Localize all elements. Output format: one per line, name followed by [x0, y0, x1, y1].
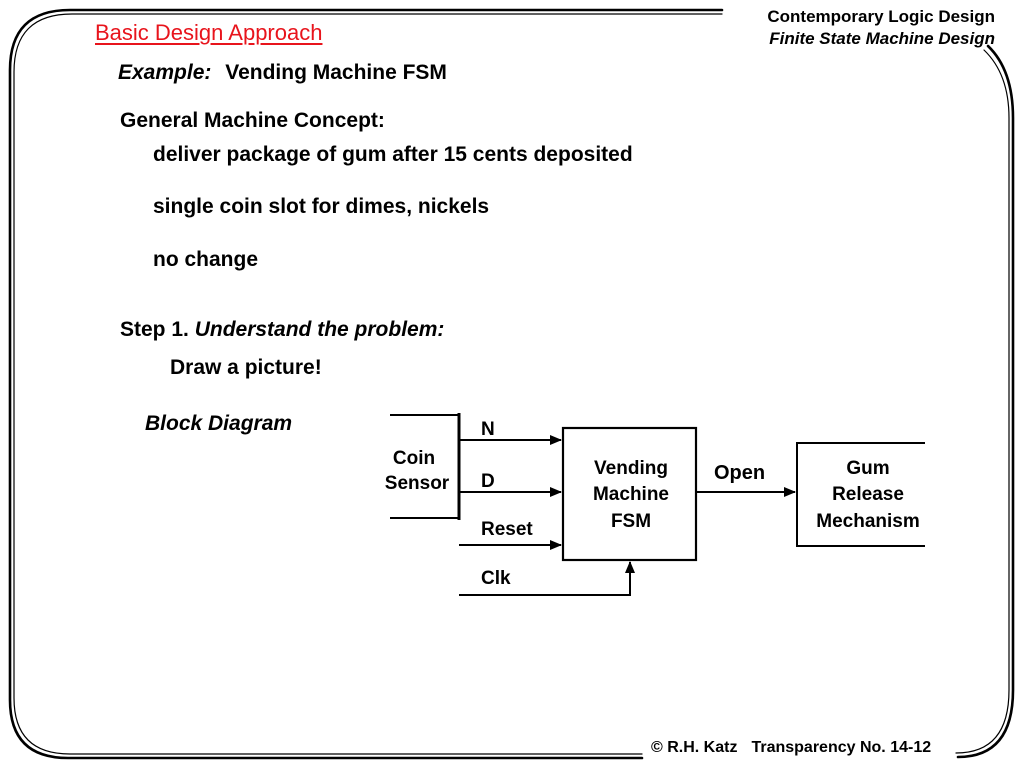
step-sub: Draw a picture!	[170, 356, 322, 379]
signal-clk-label: Clk	[481, 568, 511, 589]
signal-reset-label: Reset	[481, 519, 533, 540]
concept-heading: General Machine Concept:	[120, 109, 385, 132]
example-line: Example: Vending Machine FSM	[118, 60, 447, 86]
chapter-title: Finite State Machine Design	[769, 29, 995, 48]
coin-sensor-label: Sensor	[385, 473, 450, 494]
step-line: Step 1. Understand the problem:	[120, 317, 444, 343]
block-diagram-label: Block Diagram	[145, 412, 293, 435]
signal-open-label: Open	[714, 462, 765, 484]
book-title: Contemporary Logic Design	[767, 7, 995, 26]
concept-item: no change	[153, 248, 259, 271]
example-label: Example:	[118, 61, 212, 84]
coin-sensor-label: Coin	[393, 448, 435, 469]
step-number: Step 1.	[120, 318, 189, 341]
frame-outer-right	[956, 44, 1015, 759]
signal-n-label: N	[481, 419, 495, 440]
example-text: Vending Machine FSM	[225, 61, 447, 84]
signal-d-label: D	[481, 471, 495, 492]
fsm-label: Vending	[594, 458, 668, 479]
gum-release-label: Release	[832, 484, 904, 505]
gum-release-label: Gum	[846, 458, 889, 479]
frame-inner-right	[955, 49, 1010, 754]
coin-sensor-block	[390, 413, 461, 520]
gum-release-block	[796, 442, 925, 547]
transparency-number: Transparency No. 14-12	[751, 739, 932, 756]
concept-item: single coin slot for dimes, nickels	[153, 195, 490, 218]
concept-item: deliver package of gum after 15 cents de…	[153, 143, 633, 166]
fsm-block	[561, 426, 698, 562]
fsm-label: Machine	[593, 484, 669, 505]
signal-clk-line	[459, 561, 635, 596]
slide-title: Basic Design Approach	[95, 20, 323, 45]
gum-release-label: Mechanism	[816, 511, 919, 532]
fsm-label: FSM	[611, 511, 651, 532]
step-text: Understand the problem:	[194, 318, 445, 341]
copyright: © R.H. Katz	[651, 739, 738, 756]
footer: © R.H. Katz Transparency No. 14-12	[651, 737, 931, 759]
